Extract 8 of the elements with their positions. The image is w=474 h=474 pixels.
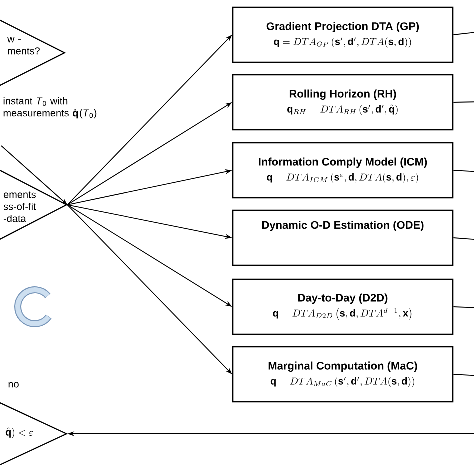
note-text: instant T$_{0}$ with measurements q̇(T$_{0}$) xyxy=(4,97,97,119)
method-box: Information Comply Model (ICM) $\mathbf{q} = DTA_{ICM}\left(\mathbf{s}^{\varepsilon},\mathbf{d},DTA(\mathbf{s},\mathbf{d}),\varepsilon\right)$ xyxy=(232,142,454,199)
method-box: Gradient Projection DTA (GP) $\mathbf{q} = DTA_{GP}\left(\mathbf{s}',\mathbf{d}',DTA(\mathbf{s},\mathbf{d})\right)$ xyxy=(232,6,454,64)
note-text: no xyxy=(8,382,19,388)
method-box: Dynamic O-D Estimation (ODE) xyxy=(232,210,454,266)
method-box: Day-to-Day (D2D) $\mathbf{q} = DTA_{D2D}\left(\mathbf{s},\mathbf{d},DTA^{d-1},\mathbf{x}\right)$ xyxy=(232,278,454,336)
method-box: Rolling Horizon (RH) $\mathbf{q}_{RH} = DTA_{RH}\left(\mathbf{s}',\mathbf{d}',\hat{\mathbf{q}}\right)$ xyxy=(232,74,454,131)
method-box: Marginal Computation (MaC) $\mathbf{q} = DTA_{MaC}\left(\mathbf{s}',\mathbf{d}',DTA(\mathbf{s},\mathbf{d})\right)$ xyxy=(232,346,454,403)
